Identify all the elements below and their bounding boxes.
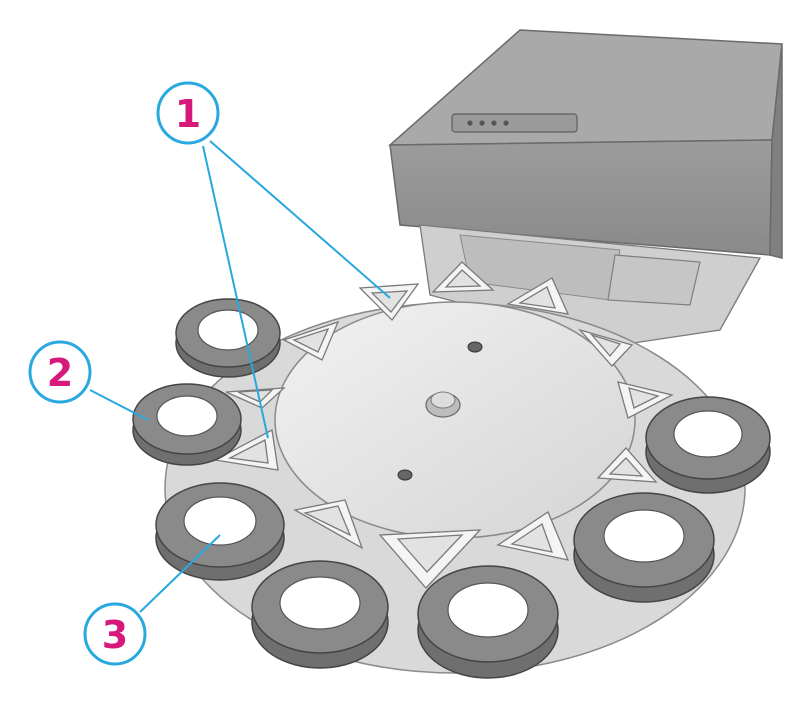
callout-label: 2 xyxy=(47,351,73,395)
disc xyxy=(645,396,771,494)
disc xyxy=(132,383,242,466)
holder xyxy=(225,387,286,409)
callout-label: 3 xyxy=(102,613,128,657)
callout-2: 2 xyxy=(28,340,92,404)
holder xyxy=(282,320,340,361)
disc xyxy=(155,482,285,581)
printer-led xyxy=(467,120,473,126)
callout-circle xyxy=(156,81,220,145)
holder xyxy=(578,328,634,367)
leader-lines xyxy=(89,140,391,613)
carousel-center-hub-top xyxy=(430,391,456,409)
carousel-screw xyxy=(397,469,413,481)
holder xyxy=(506,277,570,315)
leader-line-1b xyxy=(202,145,269,439)
printer-led xyxy=(503,120,509,126)
printer-unit xyxy=(387,29,783,346)
disc xyxy=(251,560,389,669)
leader-line-3 xyxy=(139,534,221,613)
disc xyxy=(417,565,559,679)
printer-arm xyxy=(607,254,701,306)
disc xyxy=(573,492,715,603)
printer-control-panel xyxy=(451,113,578,133)
leader-line-1a xyxy=(209,140,391,299)
carousel-screw xyxy=(467,341,483,353)
printer-led xyxy=(491,120,497,126)
printer-side xyxy=(769,43,783,259)
holder xyxy=(293,499,364,550)
holder xyxy=(378,529,482,589)
callout-3: 3 xyxy=(83,602,147,666)
holder xyxy=(496,511,570,561)
holder xyxy=(358,283,420,321)
holder xyxy=(617,381,674,419)
printer-top xyxy=(387,29,783,146)
leader-line-2 xyxy=(89,389,149,421)
callout-circle xyxy=(83,602,147,666)
disc xyxy=(175,298,281,378)
holder xyxy=(431,261,495,293)
callout-label: 1 xyxy=(175,92,201,136)
callout-1: 1 xyxy=(156,81,220,145)
callout-circle xyxy=(28,340,92,404)
holders xyxy=(212,261,674,589)
holder xyxy=(596,447,658,483)
holder xyxy=(212,428,279,471)
printer-led xyxy=(479,120,485,126)
discs xyxy=(132,298,771,679)
